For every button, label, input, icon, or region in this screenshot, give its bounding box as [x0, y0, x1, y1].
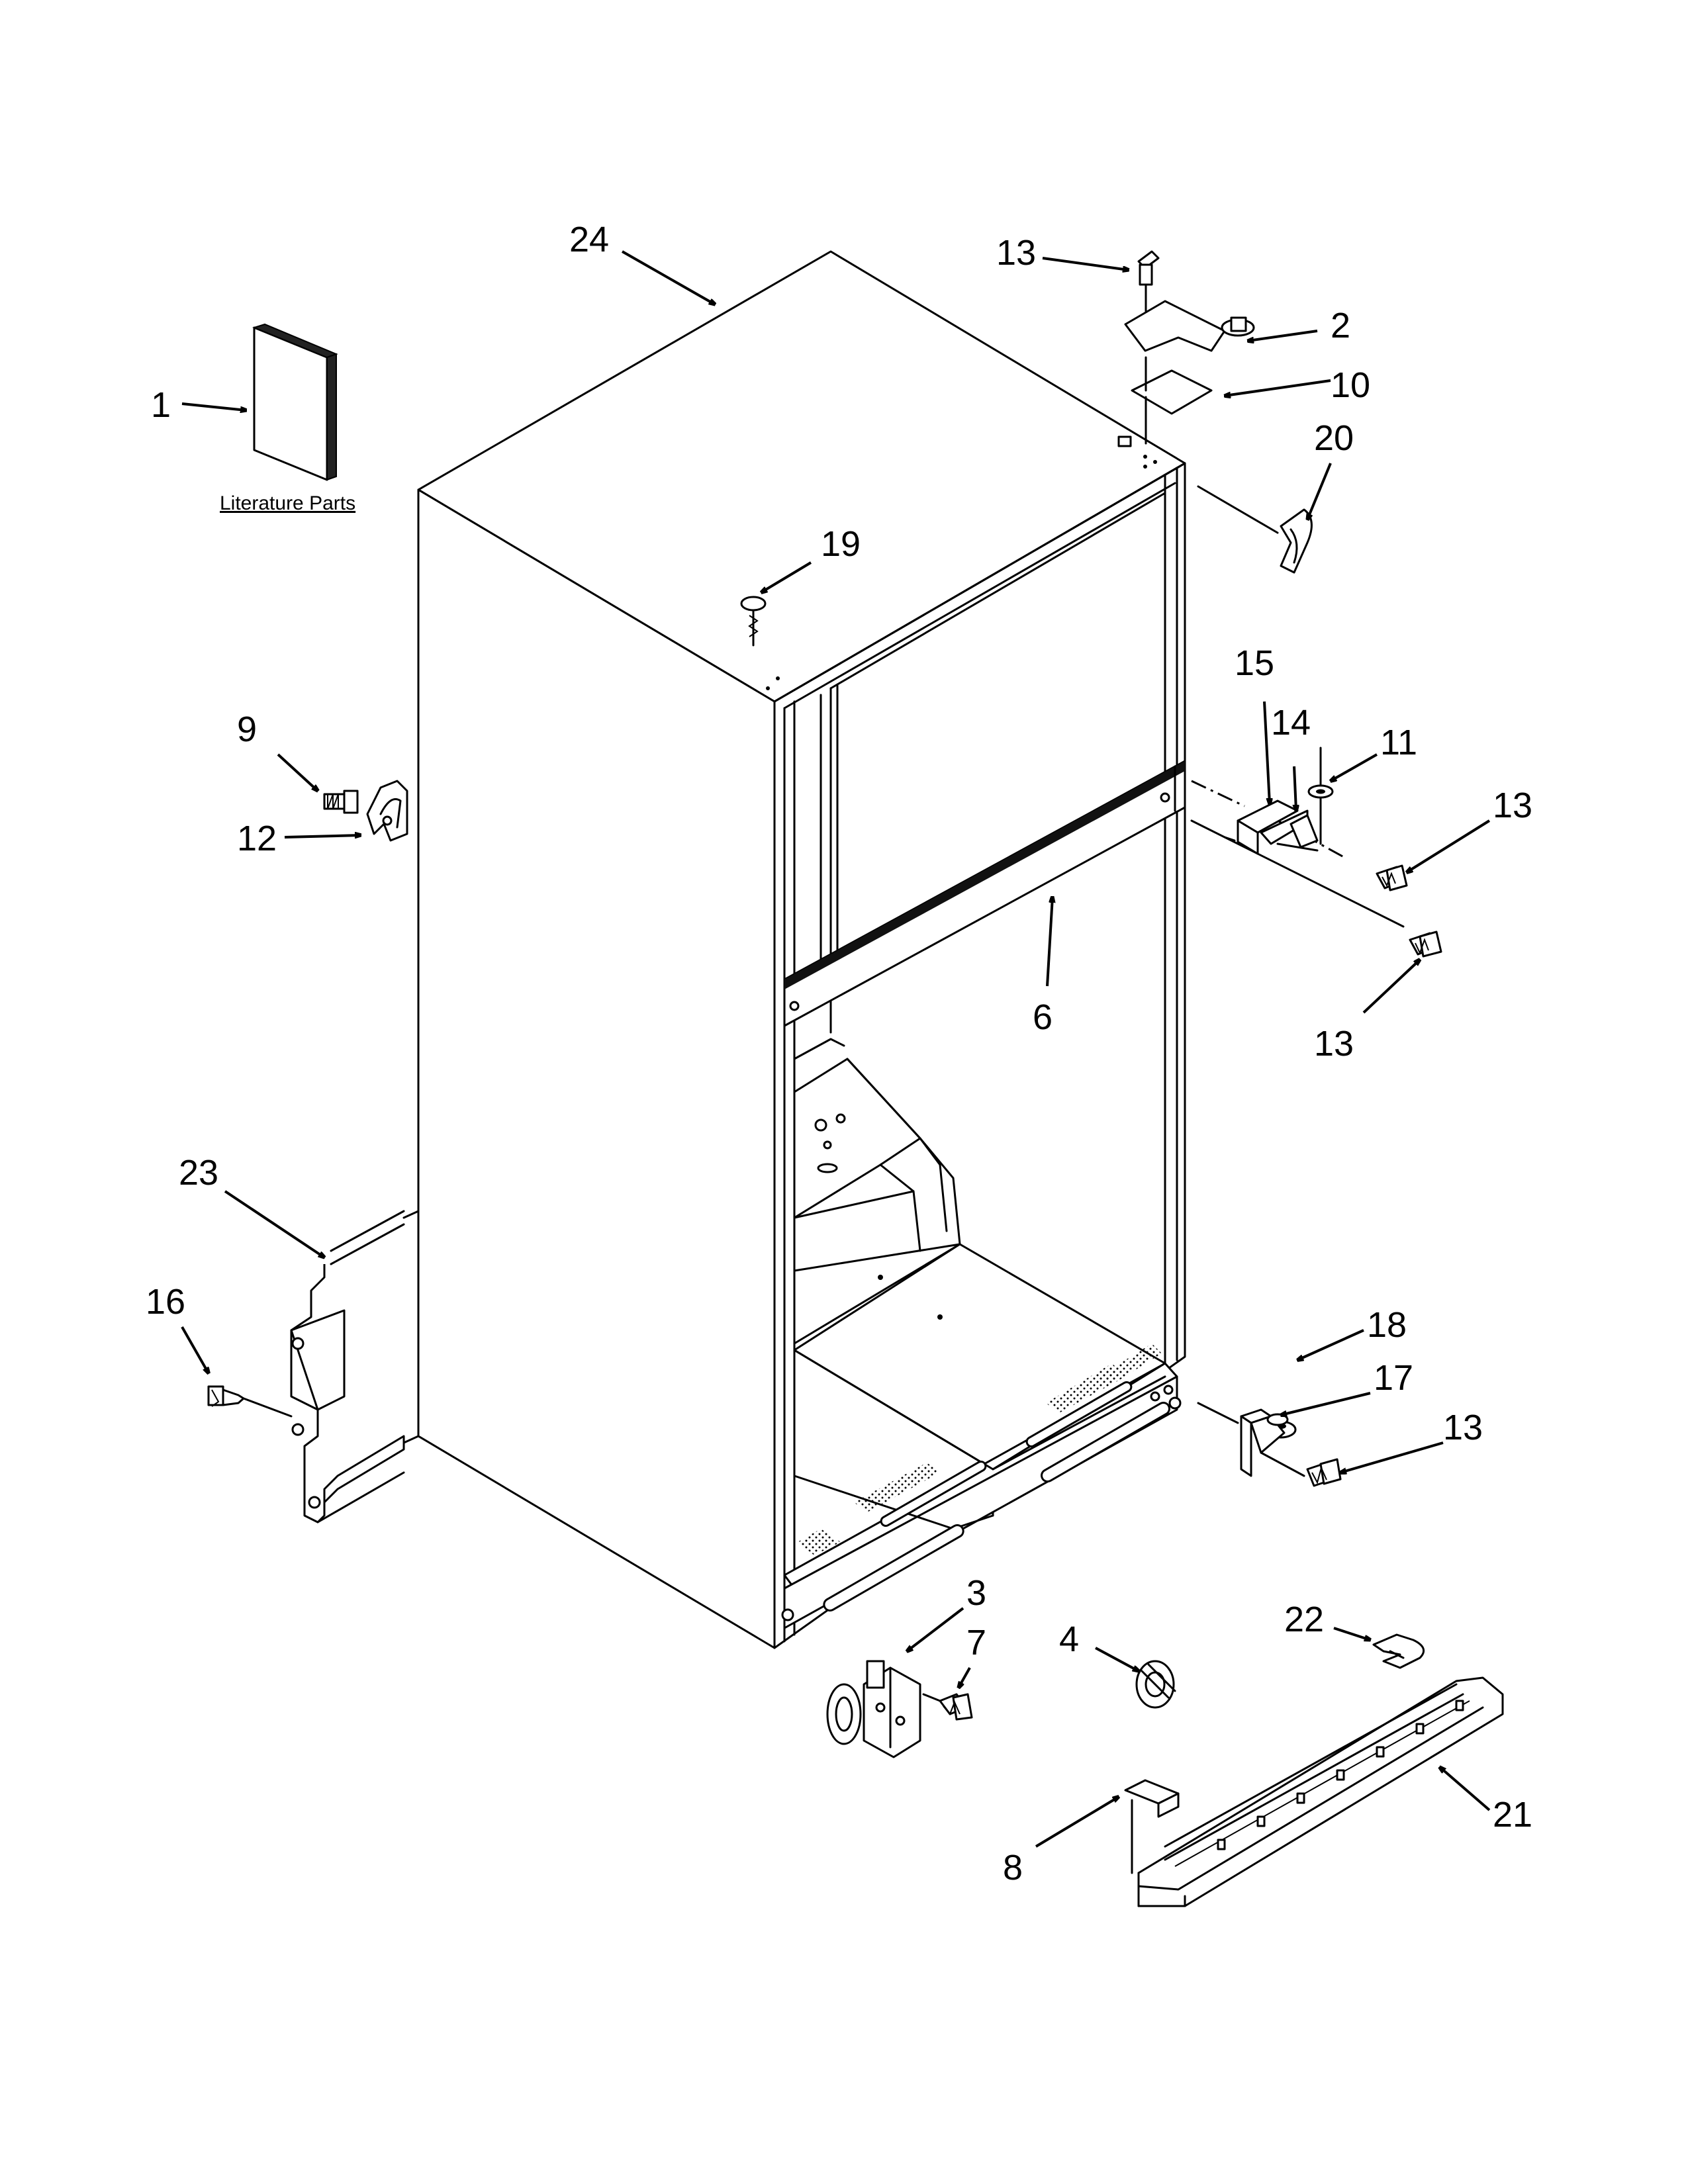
callout-23: 23 — [179, 1153, 218, 1193]
callout-10: 10 — [1331, 365, 1370, 405]
bottom-hinge-assembly — [1197, 1402, 1342, 1487]
callout-12: 12 — [237, 819, 277, 858]
callout-8: 8 — [1003, 1848, 1023, 1888]
callout-21: 21 — [1493, 1795, 1532, 1835]
callout-13-center-upper: 13 — [1493, 786, 1532, 825]
callout-14: 14 — [1271, 703, 1311, 743]
front-roller-assembly — [826, 1660, 973, 1758]
callout-6: 6 — [1033, 997, 1053, 1037]
callout-20: 20 — [1314, 418, 1354, 458]
callout-15: 15 — [1235, 643, 1274, 683]
toe-grille-clip — [1372, 1633, 1425, 1669]
top-screw-19 — [740, 596, 767, 647]
callout-13-top: 13 — [996, 233, 1036, 273]
callout-9: 9 — [237, 709, 257, 749]
refrigerator-cabinet — [402, 250, 1186, 1649]
toe-grille-tab — [1124, 1779, 1180, 1874]
callout-7: 7 — [966, 1623, 986, 1662]
callout-4: 4 — [1059, 1619, 1079, 1659]
callout-24: 24 — [569, 220, 609, 259]
callout-13-center-lower: 13 — [1314, 1024, 1354, 1064]
callout-16: 16 — [146, 1282, 185, 1322]
callout-19: 19 — [821, 524, 861, 564]
callout-22: 22 — [1284, 1600, 1324, 1639]
callout-1: 1 — [151, 385, 171, 425]
center-hinge-assembly — [1190, 747, 1442, 958]
callout-13-bottom: 13 — [1443, 1408, 1483, 1447]
callout-18: 18 — [1367, 1305, 1407, 1345]
callout-2: 2 — [1331, 306, 1350, 345]
callout-arrows — [181, 250, 1491, 1848]
literature-parts-booklet — [252, 323, 338, 481]
top-hinge-assembly — [1124, 250, 1255, 445]
callout-3: 3 — [966, 1573, 986, 1613]
hinge-cover-clip — [1197, 485, 1313, 574]
left-hinge-bracket — [323, 780, 408, 842]
center-mullion-bar — [783, 760, 1186, 1027]
toe-grille — [1137, 1676, 1504, 1907]
rear-access-cover — [207, 1210, 405, 1524]
callout-11: 11 — [1380, 723, 1417, 762]
literature-parts-label: Literature Parts — [220, 492, 355, 514]
leveling-leg — [1135, 1660, 1176, 1709]
callout-labels: 1 24 13 2 10 20 19 9 12 15 14 11 13 13 6… — [146, 220, 1532, 1888]
callout-17: 17 — [1374, 1358, 1413, 1398]
